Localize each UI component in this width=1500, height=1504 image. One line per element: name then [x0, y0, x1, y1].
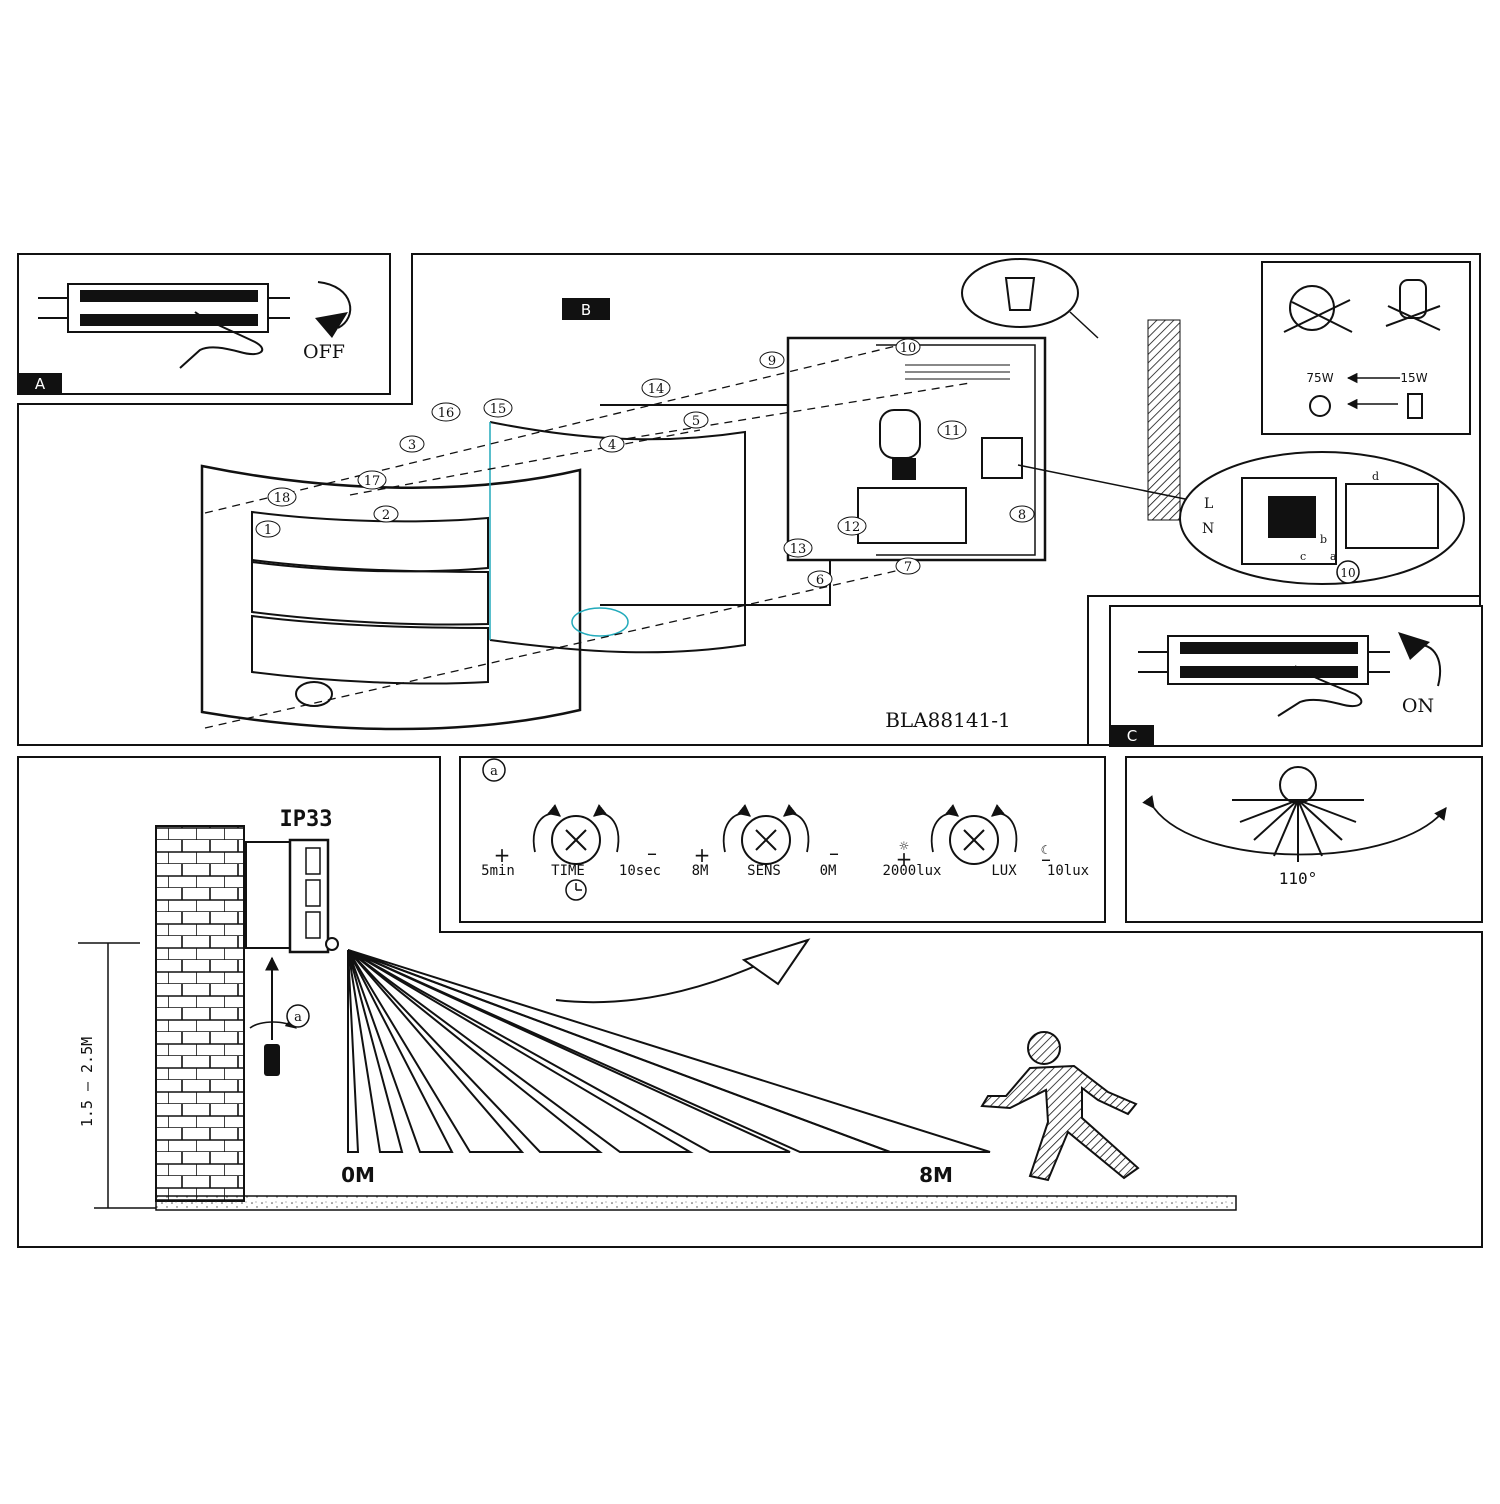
wiring-detail: L N a b c d 10 [1179, 451, 1465, 585]
hand-icon [1277, 665, 1363, 717]
callout-17: 17 [364, 474, 381, 489]
panel-c-label: C [1127, 727, 1137, 745]
assembly-guides [204, 344, 971, 729]
panel-c: C ON [1087, 595, 1483, 747]
callout-8: 8 [1018, 508, 1026, 523]
detection-angle-label: 110° [1279, 869, 1318, 888]
terminal-box [981, 437, 1023, 479]
height-dimension: 1.5 – 2.5M [78, 942, 156, 1209]
sens-minus: – [829, 841, 839, 865]
callout-11: 11 [944, 424, 961, 439]
front-cover [200, 464, 582, 731]
callout-4: 4 [608, 438, 616, 453]
detection-beams [347, 949, 991, 1153]
callout-9: 9 [768, 354, 776, 369]
wire-label-l: L [1204, 496, 1213, 512]
callout-3: 3 [408, 438, 416, 453]
wire-label-n: N [1202, 521, 1214, 537]
callout-12: 12 [844, 520, 861, 535]
callout-15: 15 [490, 402, 507, 417]
hand-icon [179, 311, 264, 369]
sens-label: SENS [747, 863, 781, 879]
screwdriver-icon: a [249, 956, 310, 1076]
panel-b: B [200, 258, 1471, 732]
sens-plus: + [694, 843, 711, 867]
wire-label-d: d [1372, 470, 1379, 483]
lux-plus: + [896, 847, 913, 871]
panel-a: A OFF [17, 253, 391, 395]
wall-plug-detail [961, 258, 1099, 339]
detection-angle-panel: 110° [1125, 756, 1483, 923]
switch-on-text: ON [1402, 695, 1434, 717]
wire-label-b: b [1320, 533, 1327, 546]
range-start-label: 0M [341, 1163, 375, 1187]
diffuser [489, 421, 746, 654]
adjust-marker: a [294, 1010, 302, 1025]
cfl-lamp [879, 409, 921, 480]
callout-16: 16 [438, 406, 455, 421]
panel-b-frame [17, 253, 1481, 746]
model-code: BLA88141-1 [885, 708, 1011, 732]
time-max: 5min [481, 863, 515, 879]
callout-6: 6 [816, 573, 824, 588]
panel-b-label: B [581, 301, 591, 319]
sensor-module [857, 487, 967, 544]
settings-marker: a [490, 764, 498, 779]
wall-hatch [1147, 319, 1181, 521]
moon-icon: ☾ [1041, 843, 1052, 857]
callout-1: 1 [264, 523, 272, 538]
sens-max: 8M [692, 863, 709, 879]
lux-min: 10lux [1047, 863, 1089, 879]
callout-7: 7 [904, 560, 912, 575]
terminal-block-c [1138, 635, 1390, 685]
terminal-block-a [38, 283, 290, 333]
time-minus: – [647, 841, 657, 865]
wire-label-c: c [1300, 550, 1306, 563]
time-dial[interactable]: + – 5min TIME 10sec [481, 804, 661, 901]
ground [155, 1195, 1237, 1211]
installation-frame [17, 756, 1483, 1248]
sens-dial[interactable]: + – 8M SENS 0M [692, 804, 839, 879]
lux-minus: – [1041, 847, 1051, 871]
part-callouts: 1 2 3 4 5 6 7 8 9 10 11 12 13 14 15 16 1… [255, 338, 1035, 588]
range-end-label: 8M [919, 1163, 953, 1187]
sensor-settings-panel: a + – 5min TIME 10sec + [459, 756, 1106, 923]
panel-a-label: A [35, 375, 46, 393]
time-plus: + [494, 843, 511, 867]
sun-icon: ☼ [899, 839, 910, 853]
lux-dial[interactable]: ☼ ☾ + – 2000lux LUX 10lux [882, 804, 1089, 879]
time-label: TIME [551, 863, 585, 879]
lux-max: 2000lux [882, 863, 941, 879]
clock-icon [565, 879, 587, 901]
ip-rating: IP33 [280, 807, 333, 832]
callout-13: 13 [790, 542, 807, 557]
switch-off-text: OFF [303, 341, 345, 363]
height-range-label: 1.5 – 2.5M [78, 1037, 96, 1127]
bulb-comparison: 75W 15W [1261, 261, 1471, 435]
time-min: 10sec [619, 863, 661, 879]
callout-18: 18 [274, 491, 291, 506]
installation-scene: 1.5 – 2.5M IP33 a [78, 807, 1237, 1211]
callout-2: 2 [382, 508, 390, 523]
brick-wall [155, 825, 245, 1202]
part-number-10: 10 [1340, 566, 1355, 580]
callout-10: 10 [900, 341, 917, 356]
wire-label-a: a [1330, 550, 1337, 563]
callout-5: 5 [692, 414, 700, 429]
wall-luminaire-side [245, 838, 339, 954]
watt-15: 15W [1400, 371, 1427, 385]
watt-75: 75W [1306, 371, 1333, 385]
sens-min: 0M [820, 863, 837, 879]
lux-label: LUX [991, 863, 1017, 879]
rotate-arrow-icon [317, 281, 352, 329]
callout-14: 14 [648, 382, 665, 397]
walking-person-icon [980, 1031, 1140, 1182]
